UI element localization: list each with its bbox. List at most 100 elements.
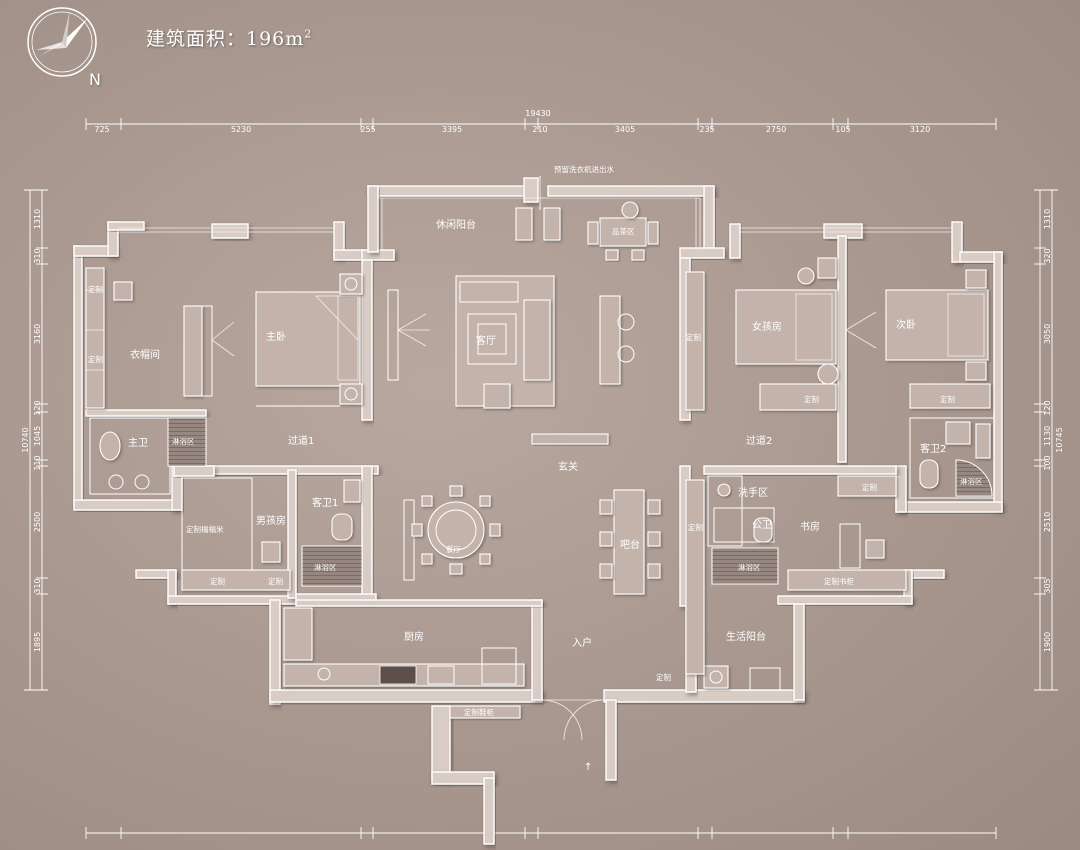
label-public-bath: 公卫 (752, 520, 772, 531)
second-bedroom: 定制 次卧 (845, 269, 991, 409)
utility-balcony: 生活阳台 定制 定制 (656, 479, 781, 691)
boys-room: 定制榻榻米 定制 定制 男孩房 (181, 477, 291, 591)
label-custom-2: 定制 (88, 354, 103, 364)
dim-top-3: 3395 (442, 125, 462, 134)
label-custom-shoe-cabinet: 定制鞋柜 (464, 707, 494, 717)
dim-left-7: 310 (33, 578, 42, 593)
living-room: 客厅 (397, 275, 635, 409)
dim-right-0: 1310 (1043, 209, 1052, 229)
bar: 吧台 (599, 489, 661, 595)
label-custom-9: 定制 (688, 522, 703, 532)
label-dining-room: 餐厅 (446, 545, 461, 554)
dim-top-5: 3405 (615, 125, 635, 134)
label-shower-area-3: 淋浴区 (960, 476, 983, 486)
label-wash-area: 洗手区 (738, 486, 768, 499)
guest-bath-2: 客卫2 淋浴区 (909, 417, 995, 499)
top-dimension-lines: 19430 725 5230 255 3395 210 3405 235 275… (85, 109, 997, 839)
master-bath: 主卫 淋浴区 (89, 417, 207, 495)
dim-right-2: 3050 (1043, 324, 1052, 344)
label-custom-3: 定制 (210, 576, 225, 586)
cloakroom: 定制 定制 衣帽间 (85, 267, 235, 409)
dim-left-0: 1310 (33, 209, 42, 229)
dim-top-1: 5230 (231, 125, 251, 134)
dim-top-0: 725 (94, 125, 109, 134)
label-custom-tatami: 定制榻榻米 (186, 524, 224, 534)
dim-top-2: 255 (360, 125, 375, 134)
dim-top-8: 105 (835, 125, 850, 134)
area-superscript: 2 (304, 27, 313, 41)
label-kitchen: 厨房 (404, 630, 424, 643)
girls-room: 定制 定制 女孩房 (685, 257, 839, 411)
dim-right-1: 320 (1043, 248, 1052, 263)
label-custom-8: 定制 (862, 482, 877, 492)
tea-table (599, 217, 647, 247)
label-guest-bath-2: 客卫2 (920, 442, 946, 455)
dim-left-5: 110 (33, 455, 42, 470)
label-custom-bookcase: 定制书柜 (824, 576, 854, 586)
walls (73, 177, 1003, 845)
window-lines (118, 197, 952, 701)
master-bedroom: 主卧 (255, 273, 363, 407)
label-foyer: 玄关 (558, 460, 578, 473)
label-shower-area-4: 淋浴区 (738, 562, 761, 572)
label-guest-bath-1: 客卫1 (312, 496, 338, 509)
foyer-cabinet (531, 433, 609, 445)
label-custom-5: 定制 (686, 332, 701, 342)
label-living-room: 客厅 (476, 334, 496, 347)
label-leisure-balcony: 休闲阳台 (436, 218, 476, 231)
left-dimension-lines: 1310 310 3160 120 1045 110 2500 310 1895… (21, 189, 48, 691)
compass-icon (27, 7, 97, 77)
label-study: 书房 (800, 520, 820, 533)
second-bed (885, 289, 989, 361)
label-custom-10: 定制 (656, 672, 671, 682)
study: 定制书柜 书房 (787, 520, 907, 591)
dim-right-5: 100 (1043, 455, 1052, 470)
dim-right-4: 1130 (1043, 426, 1052, 446)
label-tea-area: 品茶区 (612, 226, 635, 236)
dim-right-6: 2510 (1043, 512, 1052, 532)
label-entrance: 入户 (572, 636, 592, 649)
label-master-bath: 主卫 (128, 437, 148, 449)
dim-total-top: 19430 (525, 109, 550, 118)
dim-top-7: 2750 (766, 125, 786, 134)
label-utility-balcony: 生活阳台 (726, 630, 766, 643)
label-corridor-2: 过道2 (746, 434, 772, 447)
leisure-balcony: 休闲阳台 品茶区 预留洗衣机进出水 (436, 164, 659, 261)
dim-right-8: 1900 (1043, 632, 1052, 652)
dim-left-8: 1895 (33, 632, 42, 652)
kitchen: 厨房 定制鞋柜 (283, 607, 525, 719)
label-shower-area-1: 淋浴区 (172, 436, 195, 446)
dining-room: 餐厅 (411, 485, 501, 575)
dim-left-3: 120 (33, 400, 42, 415)
north-label: N (89, 70, 101, 89)
dim-left-1: 310 (33, 248, 42, 263)
bar-counter (613, 489, 645, 595)
dim-top-6: 235 (699, 125, 714, 134)
girls-bed (735, 289, 837, 365)
dim-top-9: 3120 (910, 125, 930, 134)
label-master-bedroom: 主卧 (266, 330, 286, 343)
guest-bath-1: 客卫1 淋浴区 (301, 479, 363, 587)
label-custom-4: 定制 (268, 576, 283, 586)
label-washer-note: 预留洗衣机进出水 (554, 164, 614, 174)
right-dimension-lines: 1310 320 3050 120 1130 100 2510 305 1900… (1034, 189, 1064, 691)
label-bar: 吧台 (620, 538, 640, 551)
dim-top-4: 210 (532, 125, 547, 134)
label-custom-1: 定制 (88, 284, 103, 294)
label-boys-room: 男孩房 (256, 514, 286, 527)
public-bath: 洗手区 公卫 淋浴区 (707, 475, 779, 585)
dim-right-total: 10745 (1055, 427, 1064, 452)
label-shower-area-2: 淋浴区 (314, 562, 337, 572)
dim-right-3: 120 (1043, 400, 1052, 415)
entry-arrow-label: ↑ (584, 762, 592, 773)
label-corridor-1: 过道1 (288, 434, 314, 447)
label-second-bedroom: 次卧 (896, 318, 916, 331)
dim-left-2: 3160 (33, 324, 42, 344)
dim-left-6: 2500 (33, 512, 42, 532)
label-custom-7: 定制 (940, 394, 955, 404)
building-area-title: 建筑面积：196m2 (146, 27, 313, 50)
master-bed (255, 291, 361, 387)
label-girls-room: 女孩房 (752, 320, 782, 333)
dim-left-total: 10740 (21, 427, 30, 452)
